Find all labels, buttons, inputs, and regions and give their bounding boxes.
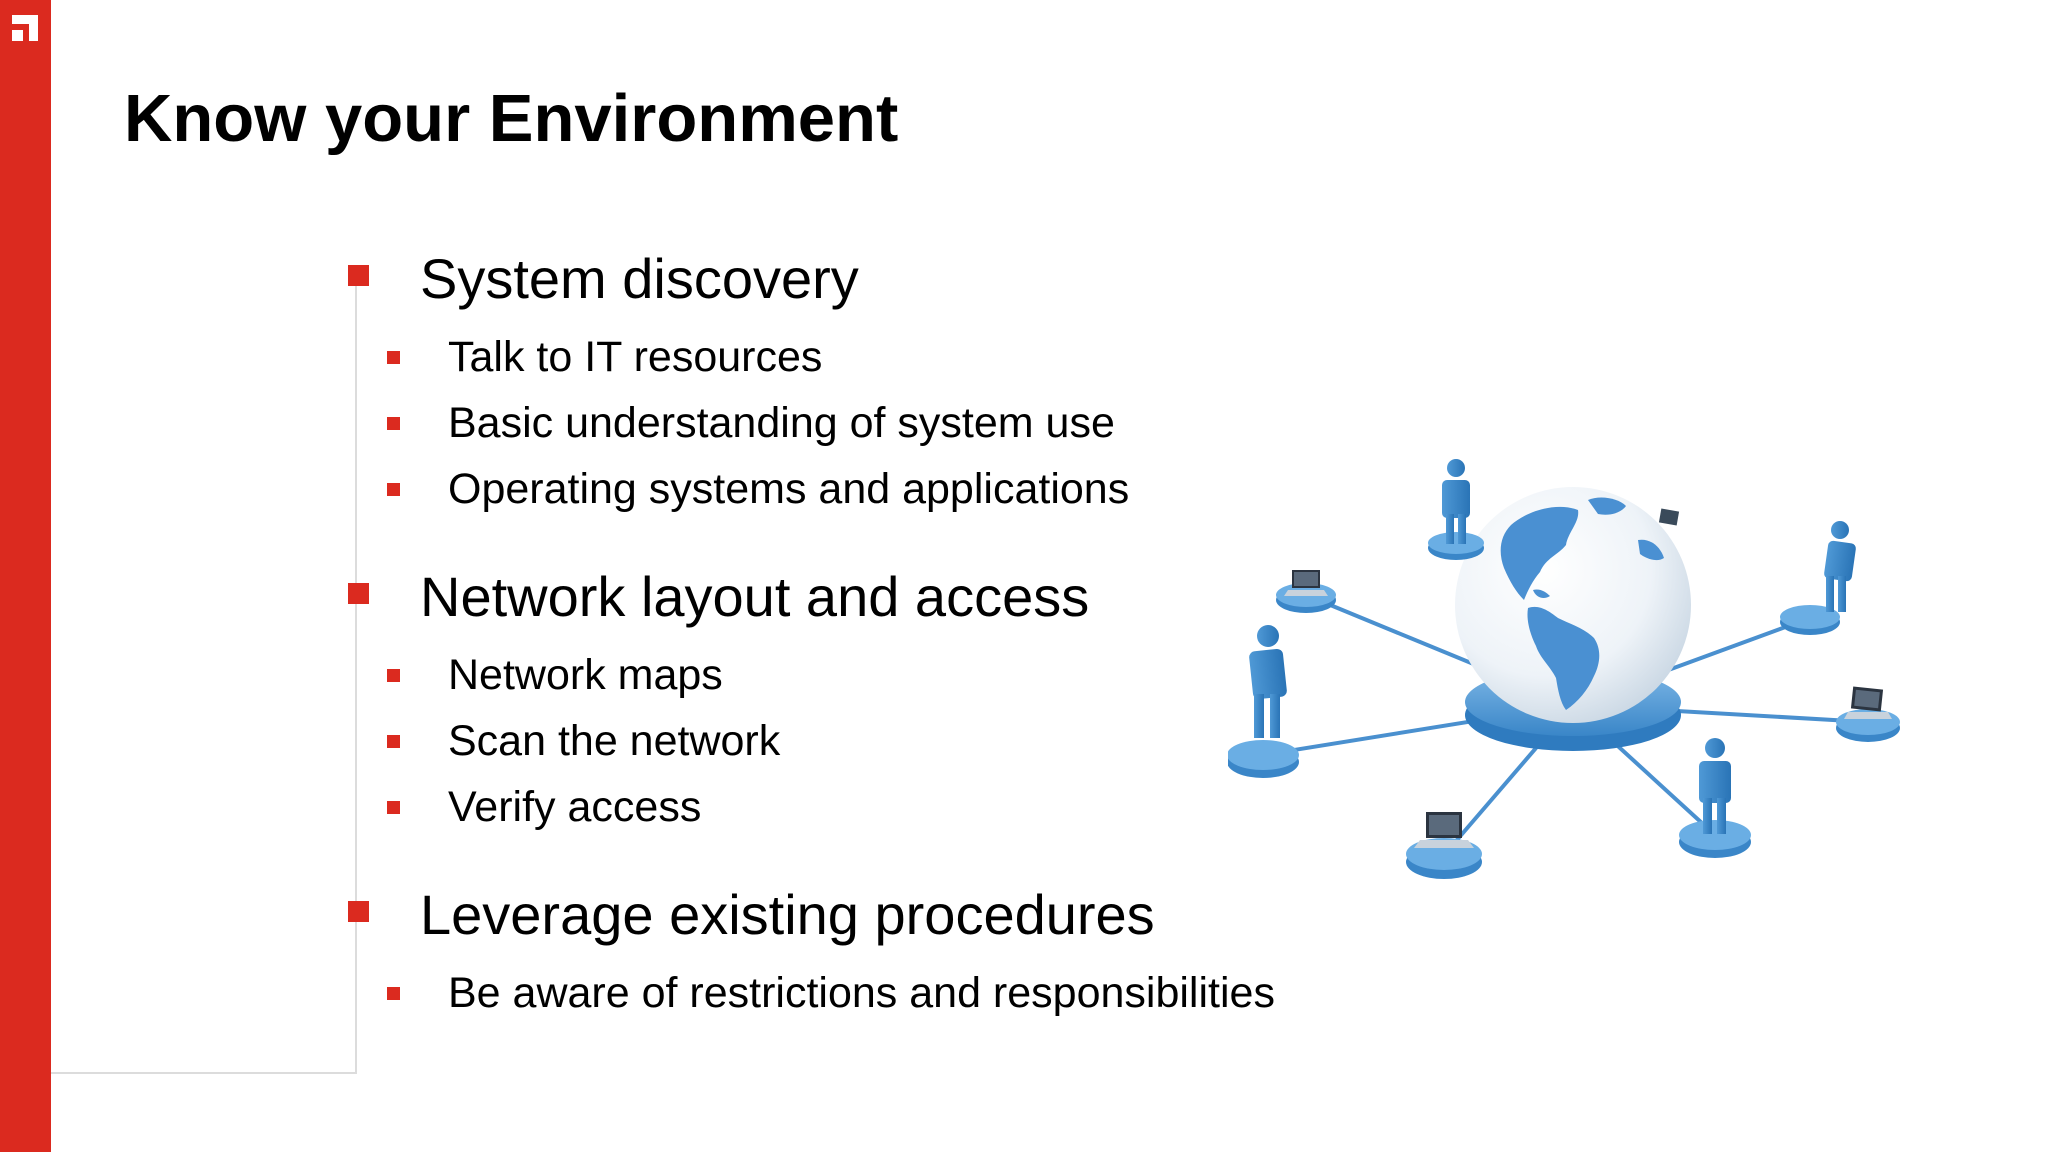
sub-bullet-text: Network maps: [448, 651, 723, 699]
accent-sidebar: [0, 0, 51, 1152]
sub-bullet-item: Scan the network: [345, 708, 1345, 774]
sub-bullet-item: Talk to IT resources: [345, 324, 1345, 390]
sub-bullet-item: Verify access: [345, 774, 1345, 840]
sub-bullet-marker-icon: [387, 669, 400, 682]
content-frame: [51, 274, 357, 1074]
sub-bullet-marker-icon: [387, 483, 400, 496]
globe-network-icon: [1228, 459, 1900, 879]
sub-bullet-item: Operating systems and applications: [345, 456, 1345, 522]
bullet-marker-icon: [348, 583, 369, 604]
sub-bullet-marker-icon: [387, 987, 400, 1000]
sub-bullet-text: Operating systems and applications: [448, 465, 1130, 513]
bullet-item: Leverage existing procedures: [345, 882, 1345, 948]
brand-logo-icon: [12, 15, 38, 41]
sub-bullet-marker-icon: [387, 351, 400, 364]
sub-bullet-marker-icon: [387, 417, 400, 430]
sub-bullet-marker-icon: [387, 801, 400, 814]
sub-bullet-marker-icon: [387, 735, 400, 748]
bullet-item: System discovery: [345, 246, 1345, 312]
sub-bullet-item: Basic understanding of system use: [345, 390, 1345, 456]
sub-bullet-list: Be aware of restrictions and responsibil…: [345, 960, 1345, 1026]
sub-bullet-text: Be aware of restrictions and responsibil…: [448, 969, 1275, 1017]
sub-bullet-text: Talk to IT resources: [448, 333, 823, 381]
bullet-marker-icon: [348, 901, 369, 922]
bullet-list: System discovery Talk to IT resources Ba…: [345, 246, 1345, 1026]
bullet-text: System discovery: [420, 247, 859, 310]
bullet-item: Network layout and access: [345, 564, 1345, 630]
sub-bullet-text: Basic understanding of system use: [448, 399, 1115, 447]
slide-title: Know your Environment: [124, 81, 899, 156]
sub-bullet-text: Scan the network: [448, 717, 781, 765]
bullet-text: Leverage existing procedures: [420, 883, 1155, 946]
sub-bullet-item: Be aware of restrictions and responsibil…: [345, 960, 1345, 1026]
sub-bullet-list: Network maps Scan the network Verify acc…: [345, 642, 1345, 840]
sub-bullet-text: Verify access: [448, 783, 702, 831]
bullet-marker-icon: [348, 265, 369, 286]
sub-bullet-item: Network maps: [345, 642, 1345, 708]
bullet-text: Network layout and access: [420, 565, 1090, 628]
sub-bullet-list: Talk to IT resources Basic understanding…: [345, 324, 1345, 522]
